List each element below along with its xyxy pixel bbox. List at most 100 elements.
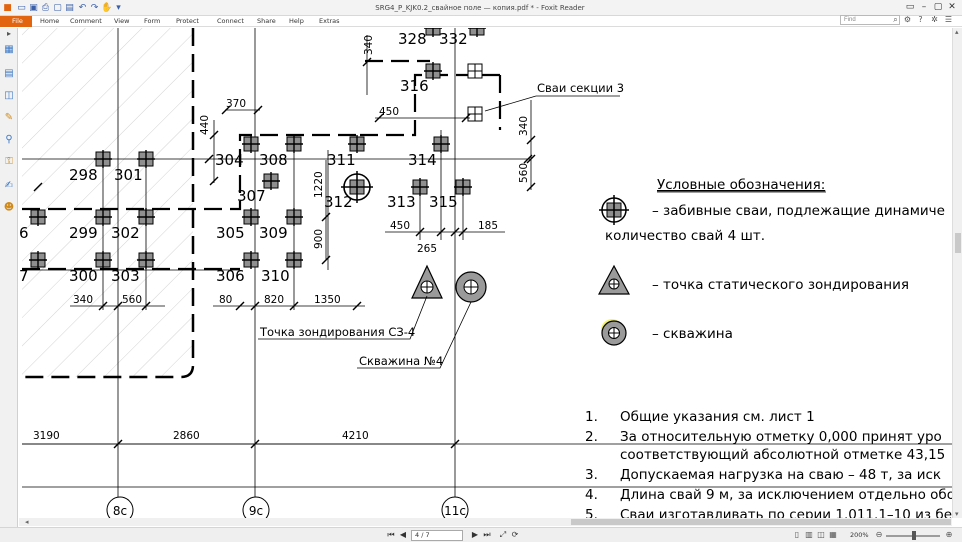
svg-text:332: 332 [439,30,468,48]
expand-arrow-icon[interactable]: ▸ [6,29,11,38]
single-page-icon[interactable]: ▯ [794,530,800,539]
menu-bar: File Home Comment View Form Protect Conn… [0,16,962,27]
search-options-icon[interactable]: ⚙ [903,15,912,24]
new-icon[interactable]: ▢ [53,3,62,13]
note-text-4: Длина свай 9 м, за исключением отдельно … [620,487,952,503]
search-input[interactable]: Find [840,15,900,25]
help-icon[interactable]: ? [918,15,923,24]
horizontal-scroll-thumb[interactable] [571,519,951,525]
legend-well-icon [601,319,627,346]
callout-section-3: Сваи секции 3 [537,81,624,95]
continuous-facing-icon[interactable]: ▦ [829,530,837,539]
svg-text:298: 298 [69,166,98,184]
svg-text:1350: 1350 [314,294,341,306]
svg-text:300: 300 [69,267,98,285]
save-icon[interactable]: ▣ [29,3,38,13]
legend-item-well: – скважина [652,326,733,342]
customize-icon[interactable]: ▾ [116,3,121,13]
fit-page-icon[interactable]: ⤢ [499,530,507,539]
previous-page-icon[interactable]: ◀ [399,530,407,539]
tab-form[interactable]: Form [144,17,161,25]
zoom-in-icon[interactable]: ⊕ [945,530,953,539]
svg-text:450: 450 [379,106,399,118]
legend: Условные обозначения: – забивные сваи, п… [597,177,945,346]
maximize-icon[interactable]: ▢ [933,2,943,12]
scroll-up-icon[interactable]: ▴ [955,28,959,36]
vertical-scrollbar[interactable]: ▴ ▾ [952,28,962,518]
search-icon[interactable]: ⌕ [893,15,898,24]
svg-text:2860: 2860 [173,430,200,442]
svg-text:1220: 1220 [313,171,325,198]
security-icon[interactable]: ⚿ [5,156,13,167]
tab-home[interactable]: Home [40,17,60,25]
zoom-slider-handle[interactable] [912,531,916,540]
vertical-scroll-thumb[interactable] [955,233,961,253]
restore-ribbon-icon[interactable]: ▭ [905,2,915,12]
svg-text:7: 7 [19,267,29,285]
svg-text:309: 309 [259,224,288,242]
undo-icon[interactable]: ↶ [78,3,87,13]
svg-text:312: 312 [324,193,353,211]
note-text-5: Сваи изготавливать по серии 1.011.1–10 и… [620,507,952,518]
scroll-left-icon[interactable]: ◂ [25,518,29,526]
settings-icon[interactable]: ☰ [944,15,953,24]
pages-icon[interactable]: ▤ [4,68,14,79]
scroll-down-icon[interactable]: ▾ [955,510,959,518]
gear-icon[interactable]: ✲ [931,15,938,24]
svg-text:303: 303 [111,267,140,285]
well-symbol [455,271,487,303]
redo-icon[interactable]: ↷ [90,3,99,13]
svg-text:450: 450 [390,220,410,232]
svg-text:310: 310 [261,267,290,285]
tab-help[interactable]: Help [289,17,304,25]
print-icon[interactable]: ⎙ [41,3,50,13]
layers-icon[interactable]: ◫ [4,90,14,101]
first-page-icon[interactable]: ⏮ [387,530,395,539]
svg-text:80: 80 [219,294,232,306]
legend-heading: Условные обозначения: [657,177,825,193]
horizontal-scrollbar[interactable]: ◂ [19,518,952,526]
probe-point-symbol [411,264,443,299]
minimize-icon[interactable]: – [921,2,927,12]
axis-label-9c: 9с [249,504,263,518]
continuous-icon[interactable]: ▥ [805,530,813,539]
legend-pile-icon [599,195,629,225]
tab-share[interactable]: Share [257,17,276,25]
status-bar: ⏮ ◀ 4 / 7 ▶ ⏭ ⤢ ⟳ ▯ ▥ ◫ ▦ 200% ⊖ ⊕ [0,527,962,542]
svg-text:301: 301 [114,166,143,184]
tab-protect[interactable]: Protect [176,17,199,25]
comments-icon[interactable]: ✎ [4,112,14,123]
tab-connect[interactable]: Connect [217,17,244,25]
app-logo-icon[interactable]: ■ [3,3,12,13]
last-page-icon[interactable]: ⏭ [483,530,491,539]
facing-icon[interactable]: ◫ [817,530,825,539]
tab-comment[interactable]: Comment [70,17,102,25]
signatures-icon[interactable]: ✍ [4,180,14,191]
general-notes: 1. Общие указания см. лист 1 2. За относ… [585,409,952,518]
close-icon[interactable]: ✕ [948,2,956,12]
document-view[interactable]: 328 332 316 304 308 311 314 298 301 307 … [19,28,952,518]
open-icon[interactable]: ▭ [17,3,26,13]
hand-tool-icon[interactable]: ✋ [101,3,113,13]
tab-view[interactable]: View [114,17,130,25]
svg-text:313: 313 [387,193,416,211]
attachments-icon[interactable]: ⚲ [5,134,13,145]
svg-text:306: 306 [216,267,245,285]
dynamic-test-pile [341,171,373,203]
svg-text:440: 440 [199,115,211,135]
rotate-view-icon[interactable]: ⟳ [511,530,519,539]
svg-text:265: 265 [417,243,437,255]
page-icon[interactable]: ▤ [65,3,74,13]
tab-file[interactable]: File [0,16,32,27]
tab-extras[interactable]: Extras [319,17,340,25]
next-page-icon[interactable]: ▶ [471,530,479,539]
legend-item-probe: – точка статического зондирования [652,277,909,293]
bookmarks-icon[interactable]: ▦ [4,44,14,55]
user-icon[interactable]: ☻ [3,202,15,213]
svg-text:308: 308 [259,151,288,169]
zoom-out-icon[interactable]: ⊖ [875,530,883,539]
page-number-field[interactable]: 4 / 7 [411,530,463,541]
zoom-level[interactable]: 200% [850,531,869,539]
svg-text:185: 185 [478,220,498,232]
